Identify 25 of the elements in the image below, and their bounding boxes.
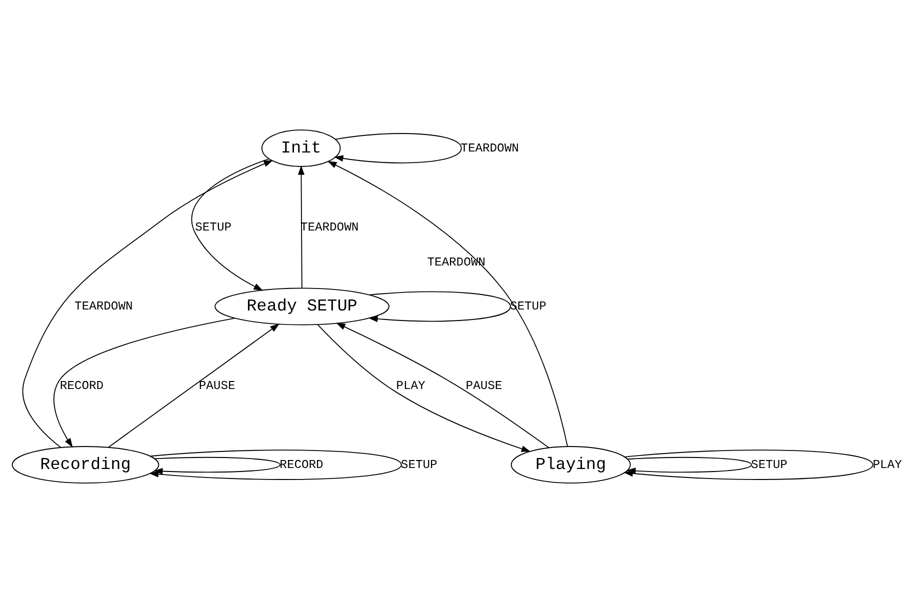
arrow	[624, 449, 874, 480]
edge-label: PAUSE	[466, 378, 502, 392]
edge-label: PLAY	[872, 457, 902, 472]
arrow	[317, 324, 531, 452]
node-ellipse: Ready SETUP	[214, 287, 390, 325]
edge-label: RECORD	[60, 378, 104, 392]
arrow	[334, 132, 462, 163]
edge-label: RECORD	[280, 457, 324, 472]
arrow	[336, 322, 550, 448]
edge-label: SETUP	[400, 457, 438, 472]
arrow	[191, 158, 270, 290]
arrow	[153, 456, 281, 474]
arrow	[149, 449, 402, 480]
edge-label: TEARDOWN	[460, 140, 519, 155]
arrow	[327, 160, 568, 446]
arrow	[368, 290, 511, 322]
edge-label: TEARDOWN	[74, 299, 133, 314]
arrow	[108, 323, 280, 448]
edge-label: PAUSE	[198, 378, 236, 392]
arrow	[53, 317, 235, 448]
arrow	[22, 160, 274, 448]
edge-label: SETUP	[751, 457, 788, 472]
edge-label: PLAY	[396, 378, 426, 392]
edge-label: SETUP	[195, 220, 232, 234]
arrow	[298, 164, 304, 288]
